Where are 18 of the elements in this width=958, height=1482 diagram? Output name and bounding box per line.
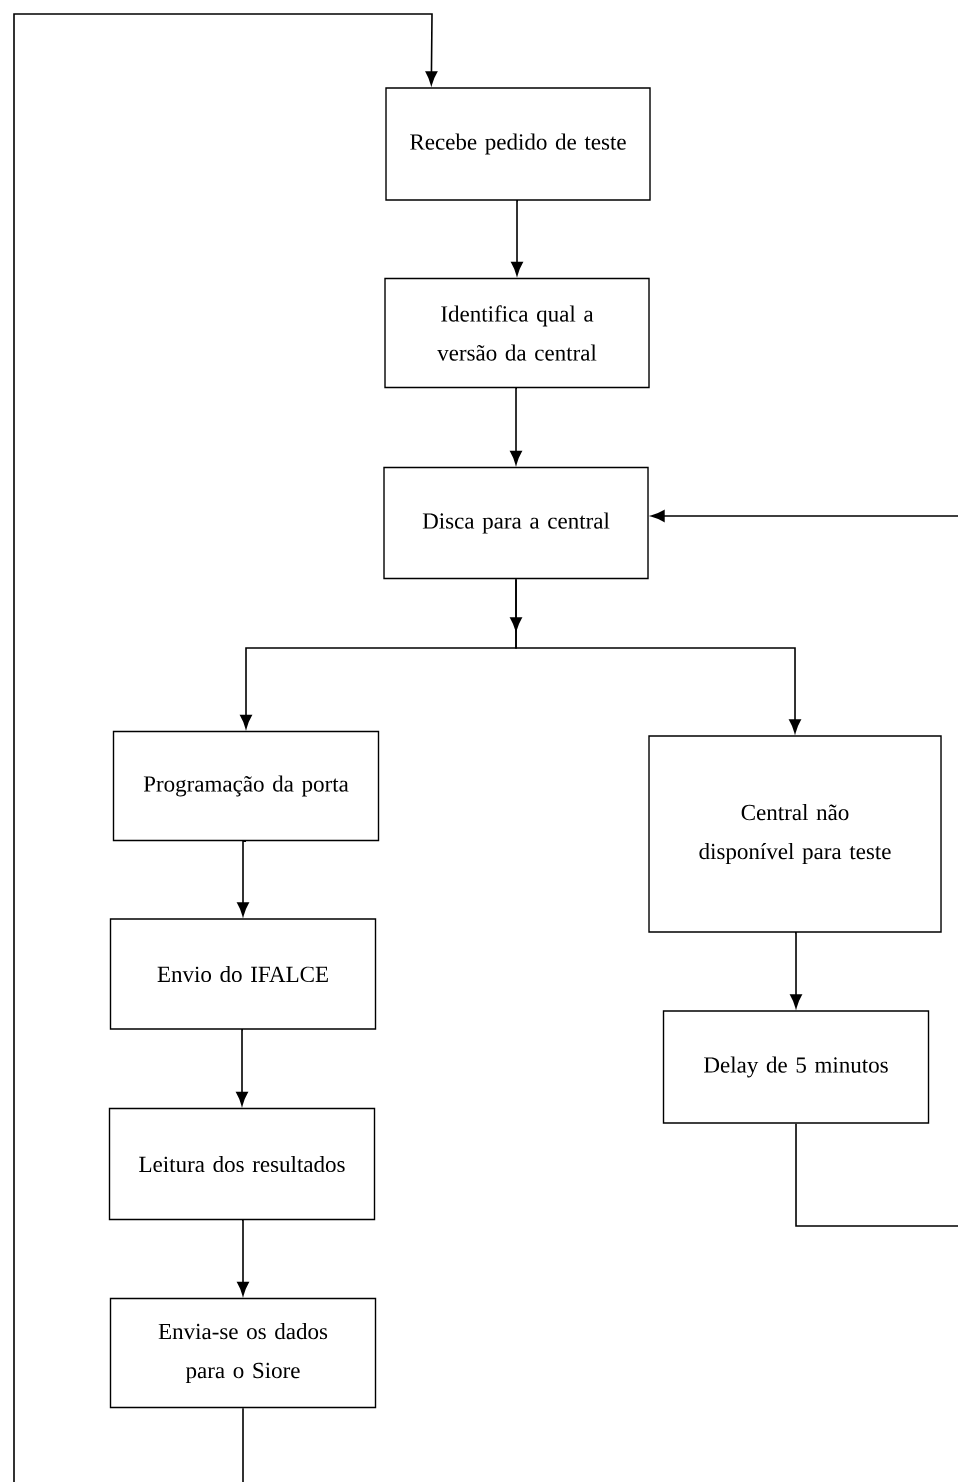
arrow bbox=[510, 387, 522, 465]
arrow bbox=[237, 1219, 249, 1296]
process-box: Recebe pedido de teste bbox=[385, 87, 651, 201]
process-box: Delay de 5 minutos bbox=[662, 1010, 930, 1124]
process-box: Disca para a central bbox=[383, 466, 649, 580]
process-box: Central não disponível para teste bbox=[648, 735, 942, 933]
process-box: Envia-se os dados para o Siore bbox=[109, 1297, 377, 1409]
arrow bbox=[790, 931, 802, 1009]
arrow bbox=[236, 1028, 248, 1106]
arrow bbox=[515, 578, 801, 734]
arrow bbox=[237, 840, 249, 917]
process-box: Identifica qual a versão da central bbox=[384, 277, 650, 389]
process-box: Leitura dos resultados bbox=[108, 1107, 376, 1221]
arrow bbox=[511, 199, 523, 276]
arrow bbox=[13, 13, 438, 1482]
process-box: Envio do IFALCE bbox=[109, 918, 377, 1030]
arrow bbox=[650, 510, 958, 1227]
process-box: Programação da porta bbox=[112, 730, 380, 842]
